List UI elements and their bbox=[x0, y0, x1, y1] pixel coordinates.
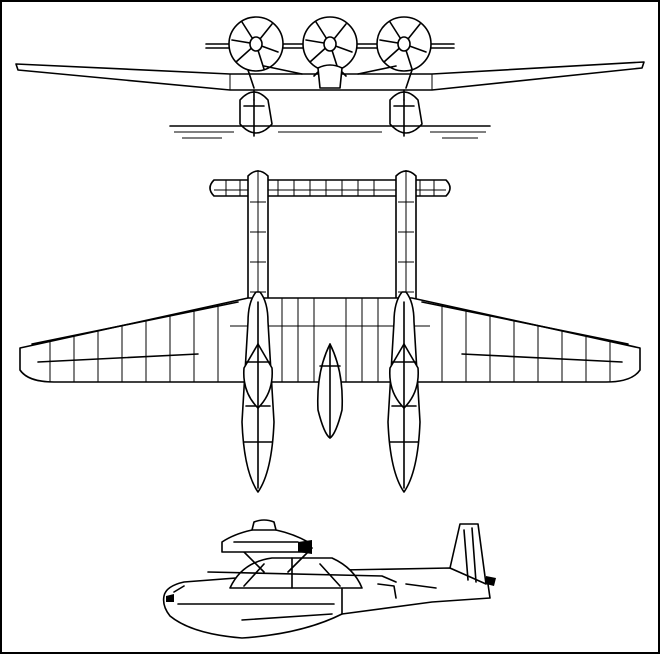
front-hull-right bbox=[389, 91, 423, 137]
wing-ribs bbox=[49, 298, 611, 382]
main-wing bbox=[19, 297, 641, 383]
side-engine bbox=[221, 519, 312, 554]
side-view bbox=[162, 519, 496, 639]
front-view bbox=[15, 16, 645, 139]
side-tail-fin bbox=[449, 523, 487, 585]
front-engine-right bbox=[376, 16, 432, 72]
top-engine-center bbox=[316, 343, 344, 439]
water-line bbox=[169, 125, 491, 139]
top-engine-right bbox=[388, 343, 420, 409]
front-engine-left bbox=[228, 16, 284, 72]
top-view bbox=[19, 170, 641, 493]
top-engine-left bbox=[242, 343, 274, 409]
tailplane bbox=[209, 179, 451, 197]
front-hull-left bbox=[239, 91, 273, 137]
front-engine-center bbox=[302, 16, 358, 72]
tail-boom-right bbox=[395, 170, 417, 333]
